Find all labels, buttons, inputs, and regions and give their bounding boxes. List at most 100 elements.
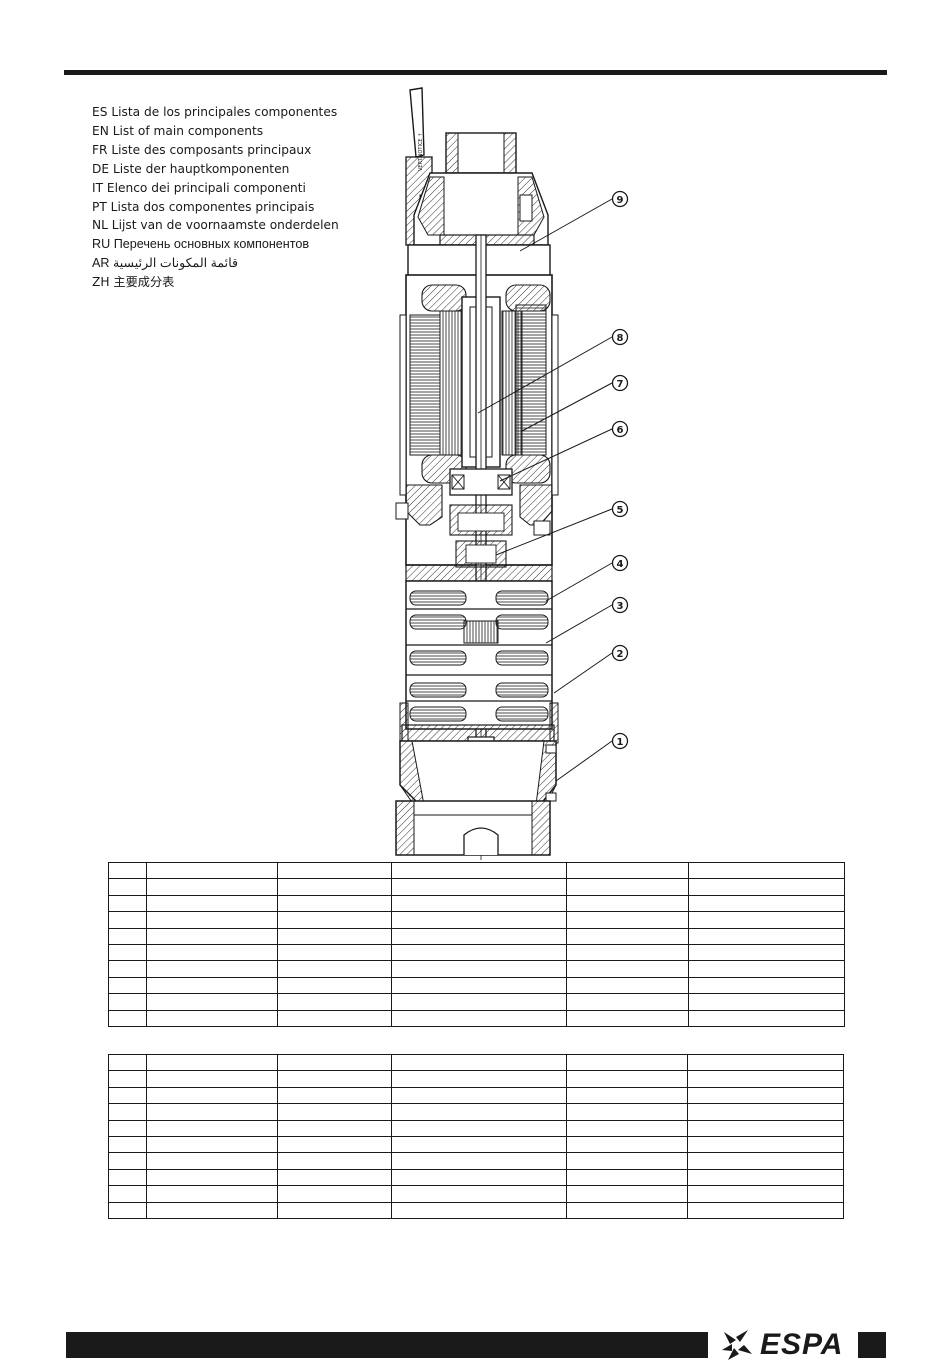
- lang-title-nl: NL Lijst van de voornaamste onderdelen: [92, 218, 339, 233]
- table-row: [108, 894, 845, 913]
- table-cell: [687, 1119, 844, 1137]
- table-row: [108, 1009, 845, 1027]
- table-cell: [108, 878, 147, 896]
- stage-4: [406, 682, 552, 702]
- lang-title-fr: FR Liste des composants principaux: [92, 142, 312, 157]
- table-cell: [566, 1152, 688, 1170]
- table-cell: [108, 993, 147, 1011]
- table-cell: [688, 960, 845, 978]
- table-cell: [687, 1152, 844, 1170]
- lang-title-ar: AR قائمة المكونات الرئيسية: [92, 256, 239, 271]
- table-cell: [566, 993, 689, 1011]
- table-cell: [108, 927, 147, 945]
- table-cell: [687, 1086, 844, 1105]
- callout-3: 3: [611, 596, 629, 614]
- table-cell: [108, 1070, 147, 1088]
- table-cell: [688, 927, 845, 945]
- table-cell: [277, 1168, 392, 1187]
- table-cell: [146, 927, 278, 945]
- table-cell: [277, 1152, 392, 1170]
- table-cell: [277, 878, 392, 896]
- stage-1: [406, 590, 552, 610]
- lang-title-de: DE Liste der hauptkomponenten: [92, 161, 290, 176]
- table-cell: [108, 1135, 147, 1154]
- component-list-titles: ES Lista de los principales componentes …: [92, 103, 372, 292]
- table-cell: [277, 1119, 392, 1137]
- svg-text:1: 1: [617, 737, 624, 748]
- table-cell: [391, 1201, 567, 1219]
- table-cell: [277, 1135, 392, 1154]
- table-cell: [391, 1152, 567, 1170]
- brand-name: ESPA: [760, 1328, 844, 1361]
- table-row: [108, 1053, 844, 1072]
- table-row: [108, 1152, 844, 1170]
- table-cell: [688, 894, 845, 913]
- table-cell: [277, 1070, 392, 1088]
- lang-title-zh: ZH 主要成分表: [92, 275, 175, 290]
- table-cell: [277, 993, 392, 1011]
- lang-title-pt: PT Lista dos componentes principais: [92, 199, 315, 214]
- table-cell: [108, 1053, 147, 1072]
- table-cell: [566, 1201, 688, 1219]
- table-cell: [688, 878, 845, 896]
- table-cell: [566, 1168, 688, 1187]
- table-cell: [277, 1009, 392, 1027]
- table-cell: [688, 976, 845, 995]
- callout-1: 1: [611, 732, 629, 750]
- table-cell: [146, 878, 278, 896]
- table-cell: [391, 993, 567, 1011]
- table-cell: [146, 1009, 278, 1027]
- table-cell: [688, 943, 845, 962]
- table-cell: [146, 1119, 278, 1137]
- table-cell: [146, 993, 278, 1011]
- table-cell: [391, 1185, 567, 1203]
- table-cell: [688, 993, 845, 1011]
- table-cell: [391, 894, 567, 913]
- table-row: [108, 1201, 844, 1219]
- table-cell: [277, 943, 392, 962]
- table-cell: [277, 1053, 392, 1072]
- table-cell: [391, 1086, 567, 1105]
- table-cell: [108, 976, 147, 995]
- table-cell: [391, 927, 567, 945]
- table-cell: [146, 1201, 278, 1219]
- table-cell: [566, 1070, 688, 1088]
- table-cell: [687, 1070, 844, 1088]
- table-cell: [146, 1103, 278, 1121]
- table-cell: [108, 894, 147, 913]
- table-cell: [277, 927, 392, 945]
- lang-title-ru: RU Перечень основных компонентов: [92, 237, 310, 252]
- table-cell: [687, 1103, 844, 1121]
- shaft-marking: VERT.NOTICE ↑: [418, 133, 424, 171]
- table-cell: [391, 1009, 567, 1027]
- table-row: [108, 861, 845, 880]
- table-cell: [391, 1070, 567, 1088]
- svg-text:6: 6: [617, 425, 624, 436]
- table-cell: [146, 960, 278, 978]
- table-cell: [687, 1053, 844, 1072]
- table-cell: [391, 1103, 567, 1121]
- svg-text:9: 9: [617, 195, 624, 206]
- table-cell: [687, 1201, 844, 1219]
- table-cell: [566, 927, 689, 945]
- stage-5: [409, 706, 549, 722]
- table-cell: [277, 1103, 392, 1121]
- table-row: [108, 976, 845, 995]
- callout-8: 8: [611, 328, 629, 346]
- table-cell: [108, 1086, 147, 1105]
- table-cell: [146, 1070, 278, 1088]
- table-cell: [146, 1135, 278, 1154]
- table-cell: [566, 911, 689, 929]
- pump-stages: [399, 564, 559, 744]
- table-cell: [566, 861, 689, 880]
- table-cell: [391, 1168, 567, 1187]
- lang-title-es: ES Lista de los principales componentes: [92, 105, 338, 119]
- header-rule: [64, 70, 887, 75]
- table-cell: [391, 976, 567, 995]
- table-cell: [277, 960, 392, 978]
- table-cell: [108, 960, 147, 978]
- callout-7: 7: [611, 374, 629, 392]
- svg-text:8: 8: [617, 333, 624, 344]
- svg-text:3: 3: [617, 601, 624, 612]
- table-cell: [566, 1086, 688, 1105]
